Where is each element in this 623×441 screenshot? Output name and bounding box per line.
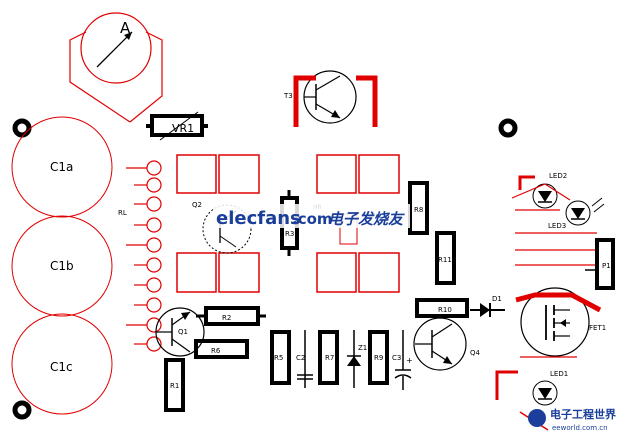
c1a-label: C1a [50,160,73,174]
r1-resistor: R1 [164,358,185,412]
c1b-label: C1b [50,259,74,273]
corner-watermark-url: eeworld.com.cn [552,424,608,432]
r8-resistor: R8 [408,181,429,235]
capacitor-bank: C1a C1b C1c [11,116,113,415]
elecfans-watermark: elecfans .com 电子发烧友 [214,204,410,229]
led1-label: LED1 [550,370,568,378]
r2-label: R2 [222,314,231,322]
q4-label: Q4 [470,349,481,357]
r5-label: R5 [274,354,283,362]
c2-label: C2 [296,354,305,362]
c1c-label: C1c [50,360,73,374]
c3-capacitor: C3 + [392,330,413,390]
heatsink-pads [176,154,400,293]
r9-resistor: R9 [368,330,389,385]
q2-label: Q2 [192,201,202,209]
eeworld-watermark: 电子工程世界 eeworld.com.cn [528,407,616,432]
q1-label: Q1 [178,328,188,336]
q4-transistor: Q4 [413,317,481,371]
fet1-label: FET1 [589,324,606,332]
r3-label: R3 [285,230,294,238]
r7-resistor: R7 [318,330,339,385]
c2-capacitor: C2 [296,330,313,388]
t3-label: T3 [283,92,293,100]
r10-label: R10 [438,306,452,314]
fet1-transistor: FET1 [515,287,606,357]
rl-label: RL [118,209,127,217]
led-traces [511,183,597,266]
z1-zener: Z1 [347,330,367,388]
led3-label: LED3 [548,222,566,230]
r6-resistor: R6 [194,339,249,359]
r8-label: R8 [414,206,423,214]
ammeter: A [69,12,163,123]
corner-watermark-cn: 电子工程世界 [550,407,616,421]
p1-label: P1 [602,262,611,270]
vr1-label: VR1 [172,122,194,135]
watermark-brand-suffix: .com [292,210,333,228]
vr1-potentiometer: VR1 [146,111,208,141]
d1-diode: D1 [470,295,505,317]
c3-plus: + [406,356,413,365]
z1-label: Z1 [358,344,367,352]
mounting-holes [12,118,518,420]
t3-transistor: T3 [283,70,378,127]
p1-potentiometer: P1 [585,238,615,290]
d1-label: D1 [492,295,502,303]
q1-transistor: Q1 [155,307,205,357]
watermark-brand: elecfans [216,208,301,229]
r6-label: R6 [211,347,221,355]
led2-label: LED2 [549,172,567,180]
rl-terminal-pads [126,160,162,352]
r5-resistor: R5 [270,330,291,385]
r9-label: R9 [374,354,383,362]
r2-resistor: R2 [196,306,266,326]
ammeter-label: A [120,19,131,37]
r11-label: R11 [438,256,452,264]
r11-resistor: R11 [435,231,456,285]
r7-label: R7 [325,354,334,362]
r1-label: R1 [170,382,179,390]
led2: LED2 [518,172,567,209]
watermark-cn: 电子发烧友 [328,210,405,228]
r10-resistor: R10 [415,298,469,318]
c3-label: C3 [392,354,401,362]
led3: LED3 [548,197,605,230]
